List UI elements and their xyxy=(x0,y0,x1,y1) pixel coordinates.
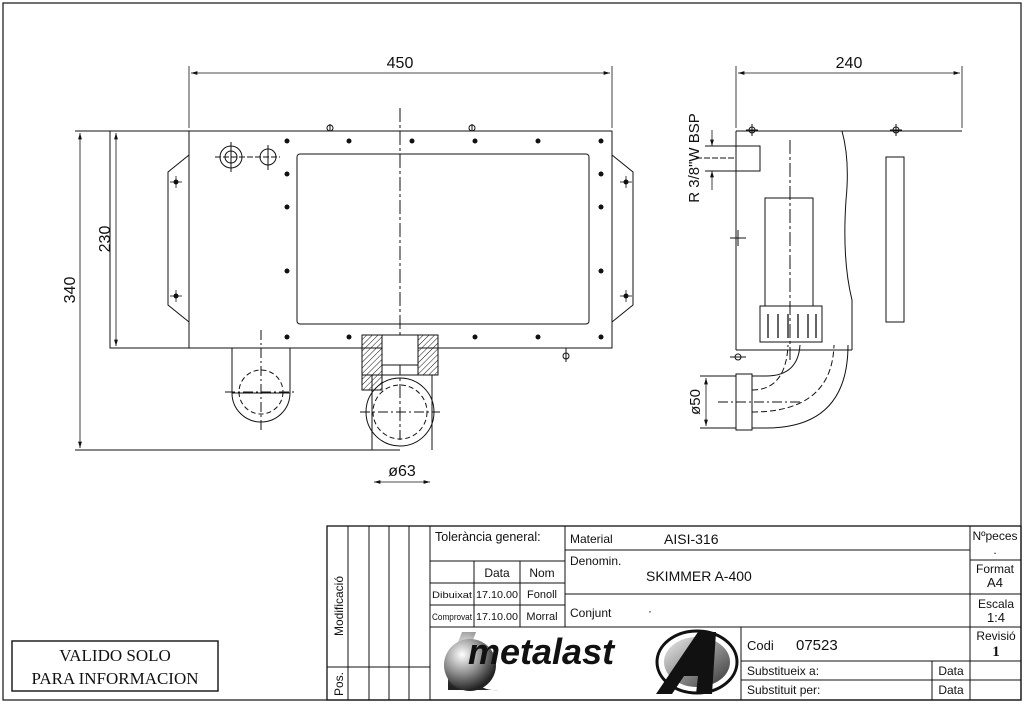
codi-label: Codi xyxy=(747,638,774,653)
data-label-1: Data xyxy=(938,664,964,678)
dim-outlet-label: ø63 xyxy=(388,463,416,480)
conjunt-value: · xyxy=(648,604,652,618)
nom-header: Nom xyxy=(529,566,554,580)
front-dimensions xyxy=(78,66,613,484)
dim-height-total-label: 340 xyxy=(62,277,79,304)
format-value: A4 xyxy=(987,575,1003,590)
stamp-line-1: VALIDO SOLO xyxy=(59,646,171,665)
side-dimensions xyxy=(704,66,963,426)
front-view-holes xyxy=(173,138,629,340)
logo-wordmark: metalast xyxy=(468,631,616,672)
front-view xyxy=(75,108,634,451)
data-header: Data xyxy=(484,566,510,580)
dibuixat-name: Fonoll xyxy=(527,589,557,601)
metalast-logo: metalast xyxy=(444,629,739,695)
tolerancia-label: Tolerància general: xyxy=(435,530,541,544)
conjunt-label: Conjunt xyxy=(570,606,612,620)
denomin-label: Denomin. xyxy=(570,554,621,568)
comprovat-name: Morral xyxy=(526,611,557,623)
dibuixat-label: Dibuixat xyxy=(432,590,472,601)
escala-label: Escala xyxy=(978,597,1014,611)
side-view xyxy=(696,124,962,431)
revisio-value: 1 xyxy=(992,644,1000,660)
codi-value: 07523 xyxy=(796,637,838,654)
dim-thread-label: R 3/8"W BSP xyxy=(686,113,703,203)
dim-depth-label: 240 xyxy=(836,55,863,72)
escala-value: 1:4 xyxy=(987,610,1005,625)
pos-label: Pos. xyxy=(332,672,346,696)
comprovat-label: Comprovat xyxy=(432,612,472,623)
format-label: Format xyxy=(976,562,1015,576)
material-value: AISI-316 xyxy=(664,531,719,547)
npeces-value: . xyxy=(993,543,996,557)
stamp-line-2: PARA INFORMACION xyxy=(31,669,198,688)
title-block-grid xyxy=(326,525,1022,701)
substituit-label: Substituit per: xyxy=(747,683,820,697)
dibuixat-date: 17.10.00 xyxy=(476,590,518,601)
substitueix-label: Substitueix a: xyxy=(747,664,819,678)
dim-pipe-label: ø50 xyxy=(687,389,704,415)
denomin-value: SKIMMER A-400 xyxy=(646,568,752,584)
dim-width-label: 450 xyxy=(387,55,414,72)
modificacio-label: Modificació xyxy=(332,576,346,636)
validity-stamp: VALIDO SOLO PARA INFORMACION xyxy=(11,640,219,692)
data-label-2: Data xyxy=(938,683,964,697)
comprovat-date: 17.10.00 xyxy=(476,612,518,623)
npeces-label: Nºpeces xyxy=(972,529,1017,543)
dim-height-inner-label: 230 xyxy=(97,226,114,253)
material-label: Material xyxy=(570,532,613,546)
revisio-label: Revisió xyxy=(976,629,1016,643)
